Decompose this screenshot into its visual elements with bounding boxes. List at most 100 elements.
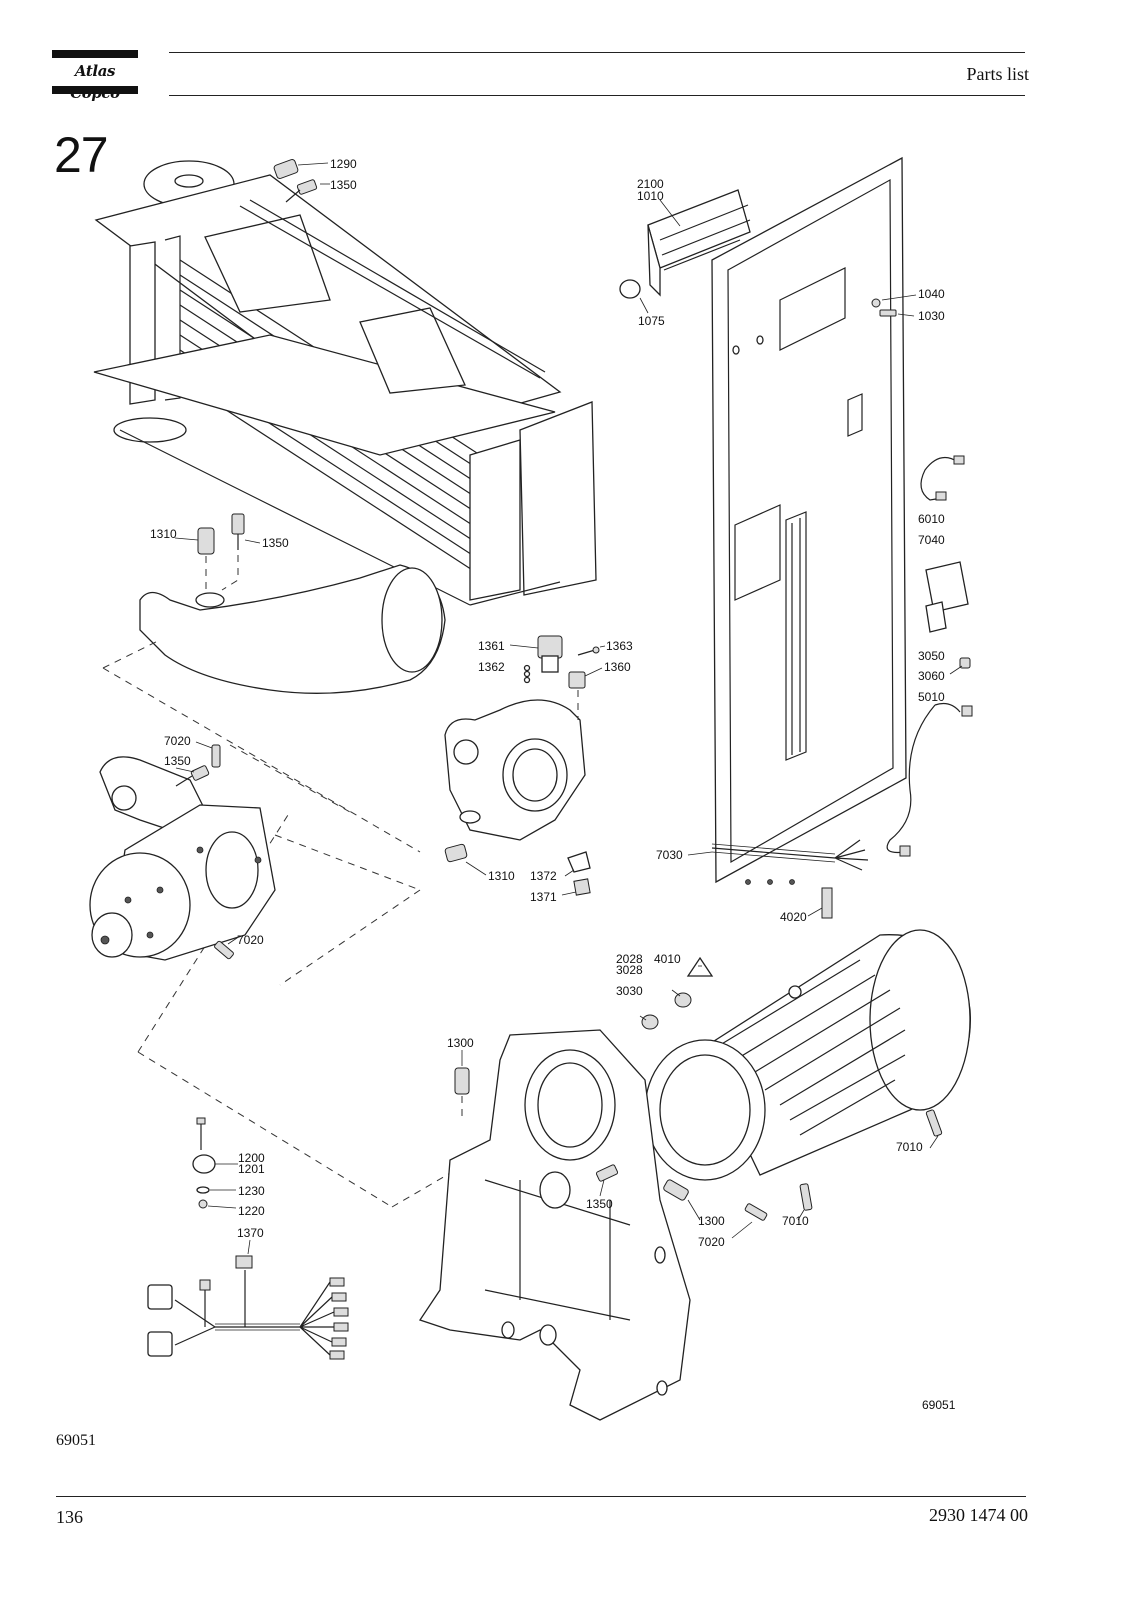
callout-3050: 3050 [918, 649, 945, 663]
logo-wordmark: Atlas Copco [70, 62, 120, 102]
pressure-sensor-1300-flange [663, 1179, 701, 1221]
compressor-element [89, 756, 276, 961]
plug-7010-right [925, 1109, 943, 1149]
callout-1350: 1350 [330, 178, 357, 192]
cable-harness-1370 [147, 1239, 349, 1360]
callout-1310: 1310 [488, 869, 515, 883]
solenoid-valve-1361 [509, 635, 563, 673]
temperature-sensor-1350-frame [595, 1164, 619, 1197]
callout-1300: 1300 [698, 1214, 725, 1228]
callout-1310: 1310 [150, 527, 177, 541]
air-hose [139, 564, 446, 694]
callout-7040: 7040 [918, 533, 945, 547]
grille-1010 [647, 189, 751, 297]
electric-motor [644, 929, 971, 1181]
page-title: Parts list [966, 64, 1029, 84]
callout-1010: 1010 [637, 189, 664, 203]
warning-label-4010 [686, 956, 714, 977]
callout-1350: 1350 [262, 536, 289, 550]
callout-1075: 1075 [638, 314, 665, 328]
clamp-1200-1201 [192, 1154, 238, 1174]
seal-1075 [619, 279, 649, 314]
exploded-view-drawing: 1290 1350 2100 1010 1075 1040 1030 6010 … [89, 156, 973, 1421]
callout-6010: 6010 [918, 512, 945, 526]
logo-bar-top [52, 50, 138, 58]
plug-7020-compressor-bottom [214, 935, 241, 960]
nut-1040 [871, 294, 917, 308]
callout-1362: 1362 [478, 660, 505, 674]
drawing-number: 69051 [56, 1432, 96, 1449]
callout-2100: 2100 [637, 177, 664, 191]
cable-gland-3030 [639, 1014, 659, 1030]
temperature-sensor-1350-hose [221, 513, 261, 591]
control-module-7040 [925, 561, 969, 633]
cable-glands-2028-3028 [671, 989, 692, 1008]
cable-gland-3060 [949, 657, 971, 675]
header-rule-bottom [169, 95, 1025, 96]
footer-rule [56, 1496, 1026, 1497]
callout-7030: 7030 [656, 848, 683, 862]
callout-3060: 3060 [918, 669, 945, 683]
plug-7020-compressor-top [195, 741, 221, 768]
page-number: 136 [56, 1507, 83, 1527]
callout-7020: 7020 [698, 1235, 725, 1249]
callout-labels: 1290 1350 2100 1010 1075 1040 1030 6010 … [150, 157, 956, 1412]
label-4020 [807, 887, 833, 919]
callout-1230: 1230 [238, 1184, 265, 1198]
callout-1371: 1371 [530, 890, 557, 904]
callout-1290: 1290 [330, 157, 357, 171]
callout-4020: 4020 [780, 910, 807, 924]
bolt-1030 [879, 309, 915, 317]
pressure-sensor-1310-casing [444, 843, 487, 876]
pressure-switch-1290 [273, 159, 329, 179]
callout-1350: 1350 [586, 1197, 613, 1211]
callout-1200: 1200 [238, 1151, 265, 1165]
callout-7020: 7020 [164, 734, 191, 748]
callout-4010: 4010 [654, 952, 681, 966]
nut-1220 [198, 1199, 237, 1209]
callout-5010: 5010 [918, 690, 945, 704]
document-number: 2930 1474 00 [929, 1505, 1028, 1525]
callout-7010: 7010 [896, 1140, 923, 1154]
callout-3030: 3030 [616, 984, 643, 998]
cable-6010 [920, 455, 965, 501]
temperature-sensor-1350-compressor [175, 765, 210, 787]
callout-3028: 3028 [616, 963, 643, 977]
clip-1371 [561, 878, 591, 896]
pressure-sensor-1300-frame [454, 1050, 470, 1122]
callout-1220: 1220 [238, 1204, 265, 1218]
bolt-1200 [196, 1117, 206, 1150]
logo-bar-bottom [52, 86, 138, 94]
header-rule-top [169, 52, 1025, 53]
callout-1350: 1350 [164, 754, 191, 768]
callout-2028: 2028 [616, 952, 643, 966]
o-rings-1362 [523, 664, 531, 684]
motor-flange-frame [418, 1029, 691, 1421]
screw-1363 [577, 645, 606, 656]
clip-1372 [564, 851, 591, 877]
door-panel [711, 156, 907, 884]
callout-1040: 1040 [918, 287, 945, 301]
valve-block-1360 [568, 667, 603, 720]
atlas-copco-logo: Atlas Copco [52, 50, 138, 102]
drawing-number-inset: 69051 [922, 1398, 956, 1412]
callout-1363: 1363 [606, 639, 633, 653]
washer-1230 [196, 1186, 236, 1194]
temperature-sensor-1350-top [285, 179, 330, 203]
callout-1201: 1201 [238, 1162, 265, 1176]
callout-1300: 1300 [447, 1036, 474, 1050]
pressure-sensor-1310-top [174, 527, 215, 590]
gear-casing [444, 699, 586, 841]
callout-1370: 1370 [237, 1226, 264, 1240]
callout-7010: 7010 [782, 1214, 809, 1228]
cable-5010 [886, 702, 973, 857]
callout-1372: 1372 [530, 869, 557, 883]
section-number: 27 [54, 127, 109, 183]
plug-7010-bottom [797, 1183, 813, 1221]
cooler-assembly [93, 160, 597, 606]
callout-1360: 1360 [604, 660, 631, 674]
callout-1030: 1030 [918, 309, 945, 323]
cable-harness-7030 [687, 839, 869, 885]
callout-1361: 1361 [478, 639, 505, 653]
callout-7020: 7020 [237, 933, 264, 947]
